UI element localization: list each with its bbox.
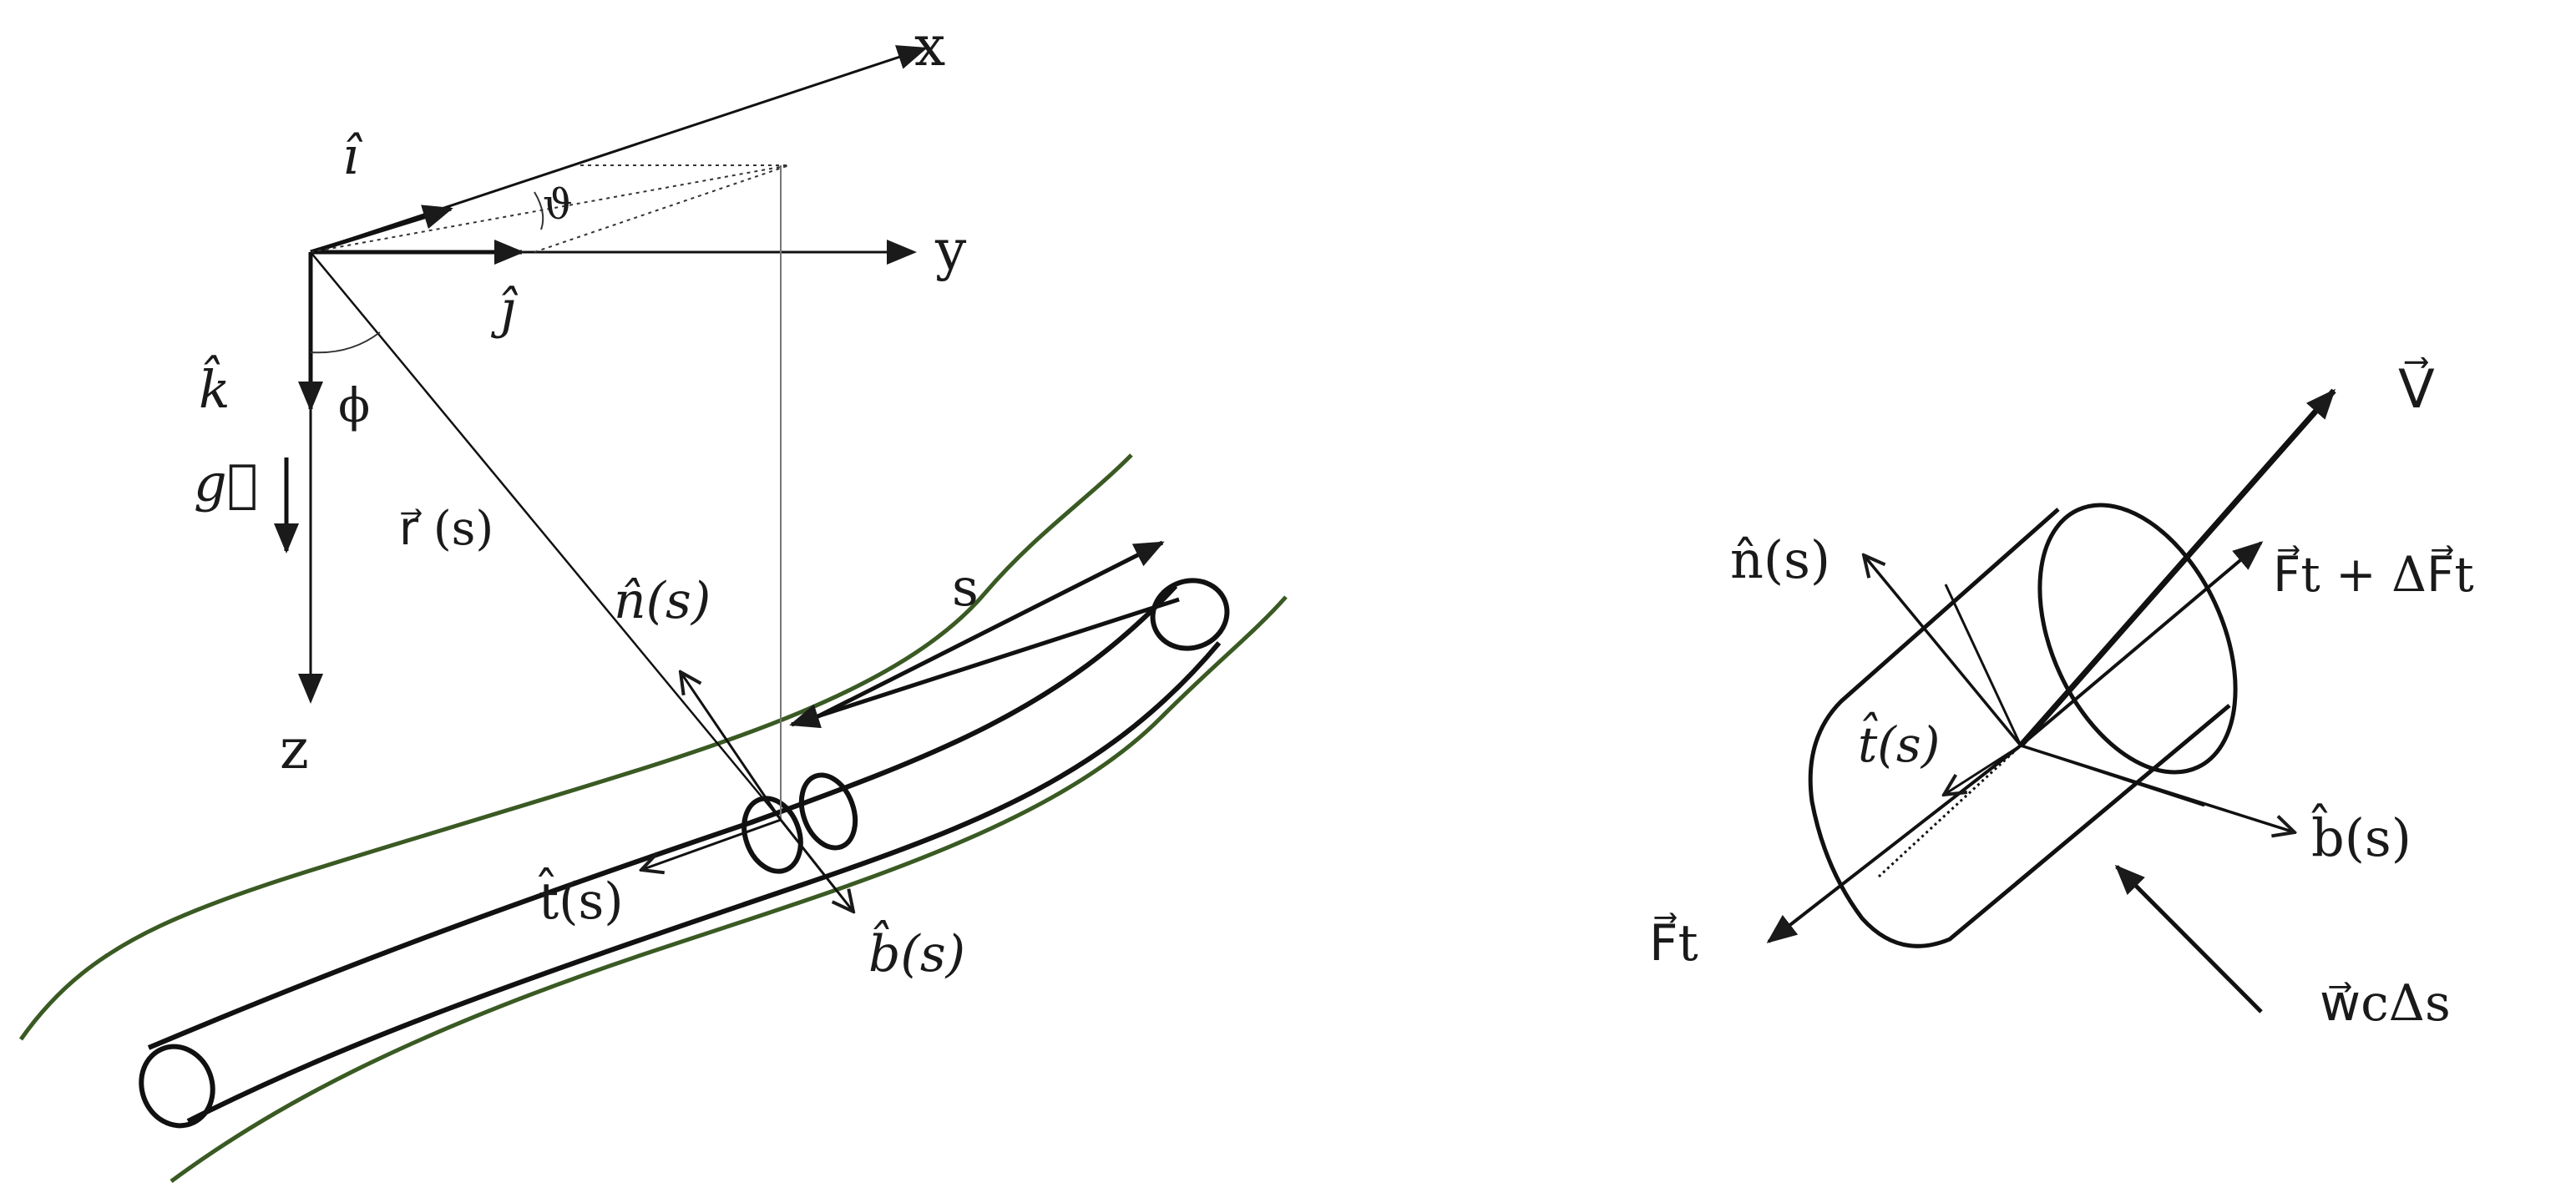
binormal-arrow-left	[779, 819, 853, 912]
pipe-right-end	[1150, 578, 1230, 651]
pipe-element-right	[798, 772, 858, 851]
right-diagram: V⃗ n̂(s) t̂(s) b̂(s) F⃗t + ΔF⃗t F⃗t w⃗cΔ…	[1649, 356, 2474, 1033]
force-back-arrow	[1766, 744, 2022, 943]
unit-i-label: î	[342, 125, 363, 186]
binormal-label-left: b̂(s)	[868, 920, 965, 983]
arc-length-label: s	[952, 557, 979, 618]
pipe	[139, 578, 1230, 1129]
frenet-frame-left	[641, 540, 1180, 912]
position-vector-line	[310, 251, 782, 821]
distributed-weight-arrow	[2114, 864, 2263, 1013]
tangent-arrow-left	[641, 818, 782, 870]
arc-length-arrow-forward	[800, 540, 1165, 727]
cylinder-front-face	[2037, 503, 2238, 775]
force-front-arrow	[2019, 541, 2264, 747]
wellbore-lower-boundary	[170, 595, 1288, 1184]
theta-arc	[534, 191, 544, 230]
velocity-label: V⃗	[2398, 356, 2435, 421]
z-axis-label: z	[280, 717, 309, 781]
tangent-arrow-right	[1944, 744, 2022, 795]
x-axis-label: x	[914, 14, 945, 78]
unit-j-label: ĵ	[490, 279, 519, 340]
gravity-label: g⃗	[194, 452, 258, 513]
tangent-label-left: t̂(s)	[538, 867, 624, 931]
distributed-weight-label: w⃗cΔs	[2320, 974, 2451, 1033]
arc-length-arrow-back	[789, 597, 1180, 729]
projection-dotted-1	[310, 164, 790, 253]
pipe-element-left	[741, 796, 803, 874]
frenet-frame-right	[1766, 388, 2336, 1013]
theta-label: ϑ	[543, 180, 573, 229]
force-front-label: F⃗t + ΔF⃗t	[2273, 544, 2474, 603]
velocity-arrow	[2018, 388, 2336, 748]
normal-arrow-left	[681, 672, 782, 821]
wellbore-upper-boundary	[18, 453, 1133, 1041]
coordinate-axes	[274, 45, 928, 704]
pipe-lower-edge	[186, 641, 1222, 1124]
binormal-label-right: b̂(s)	[2310, 803, 2411, 868]
pipe-left-end	[139, 1044, 215, 1129]
normal-label-left: n̂(s)	[614, 572, 711, 630]
normal-label-right: n̂(s)	[1730, 529, 1830, 590]
wellbore-boundary	[18, 453, 1288, 1184]
phi-arc	[310, 331, 381, 354]
binormal-arrow-right	[2020, 744, 2295, 832]
phi-label: ϕ	[338, 379, 370, 433]
position-vector-label: r⃗ (s)	[399, 502, 493, 556]
cylinder-body-outline	[1808, 508, 2231, 948]
y-axis-label: y	[934, 218, 967, 282]
left-diagram: x y z î ĵ k̂ g⃗ ϑ ϕ r⃗ (s) s n̂(s) t̂(s)…	[18, 14, 1288, 1184]
left-labels: x y z î ĵ k̂ g⃗ ϑ ϕ r⃗ (s) s n̂(s) t̂(s)…	[194, 14, 979, 983]
force-back-label: F⃗t	[1649, 912, 1698, 973]
cylinder-inner-edge	[1944, 584, 2022, 746]
projection-lines	[310, 164, 790, 821]
normal-arrow-right	[1864, 555, 2022, 747]
unit-k-label: k̂	[199, 355, 230, 420]
projection-dotted-2	[534, 164, 790, 253]
pipe-element-cylinder	[1808, 503, 2238, 948]
tangent-label-right: t̂(s)	[1858, 711, 1940, 773]
x-axis-line	[310, 45, 928, 254]
pipe-upper-edge	[147, 584, 1178, 1050]
right-labels: V⃗ n̂(s) t̂(s) b̂(s) F⃗t + ΔF⃗t F⃗t w⃗cΔ…	[1649, 356, 2474, 1033]
unit-i-arrow	[310, 205, 453, 255]
